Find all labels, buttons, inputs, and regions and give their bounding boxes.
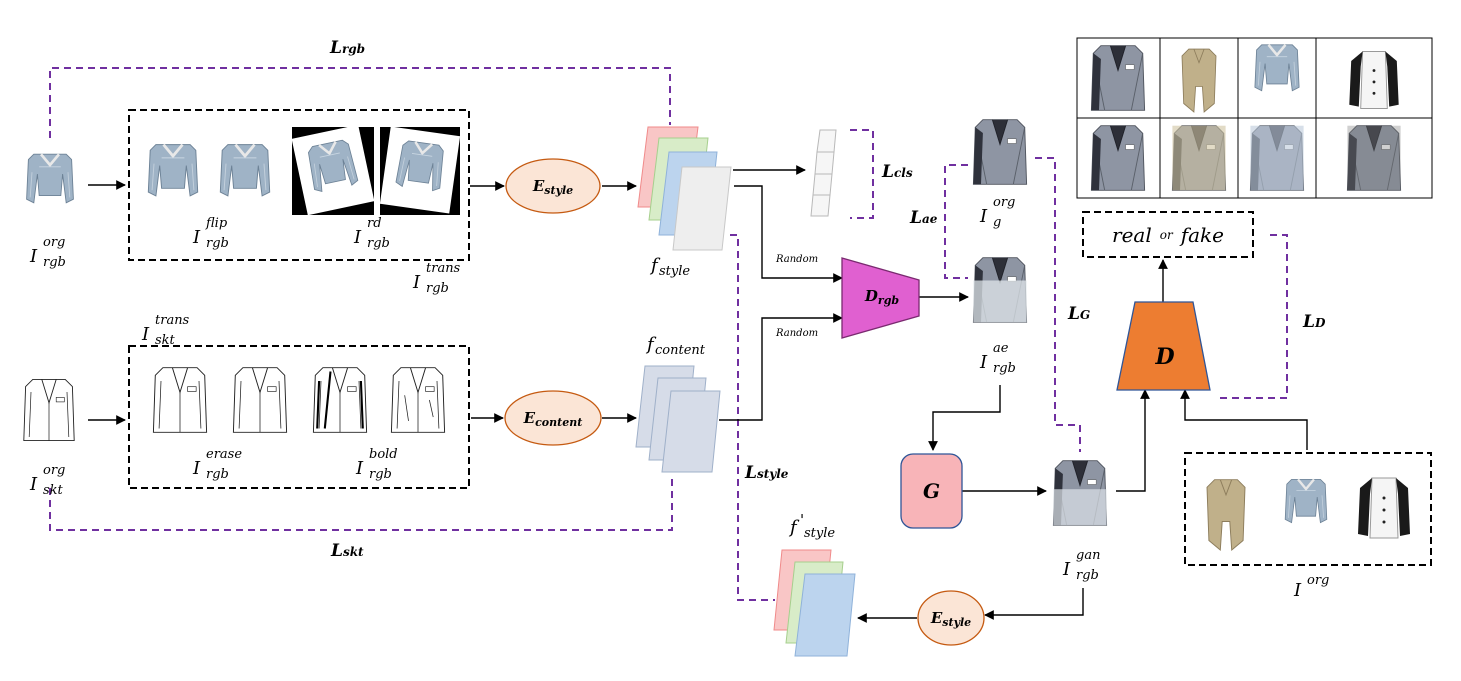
i-gan-rgb-label: I gan rgb xyxy=(1063,548,1101,583)
arrows xyxy=(88,165,1308,623)
d-rgb-trapezoid xyxy=(841,257,920,339)
blazer-photo-icon xyxy=(972,119,1028,185)
l-g-label: LG xyxy=(1068,304,1091,324)
jacket-photo-icon xyxy=(218,143,272,198)
white-shirt-photo-icon xyxy=(1357,477,1411,539)
l-ae-line xyxy=(944,164,968,279)
e-style2-ellipse xyxy=(917,590,985,646)
style-features xyxy=(637,126,732,251)
jacket-photo-icon xyxy=(1283,478,1329,524)
l-g-line xyxy=(1035,157,1081,452)
blazer-photo-icon xyxy=(1346,125,1402,191)
l-skt-line xyxy=(49,475,673,531)
i-rd-rgb-label: I rd rgb xyxy=(354,216,390,251)
i-ae-rgb-label: I ae rgb xyxy=(980,341,1016,376)
group-boxes xyxy=(128,109,1432,566)
blazer-photo-icon xyxy=(1052,460,1108,526)
blazer-photo-icon xyxy=(1090,125,1146,191)
random-top-label: Random xyxy=(776,254,819,265)
d-label: D xyxy=(1155,344,1175,370)
jacket-photo-icon xyxy=(146,143,200,198)
i-trans-skt-label: I trans skt xyxy=(142,313,190,348)
jacket-photo-icon xyxy=(1253,43,1301,92)
l-d-label: LD xyxy=(1303,312,1326,332)
i-bold-rgb-label: I bold rgb xyxy=(356,447,398,482)
jacket-sketch-icon xyxy=(152,367,208,433)
blazer-photo-icon xyxy=(1249,125,1305,191)
style-prime-features xyxy=(773,549,856,657)
i-org-label: I org xyxy=(1294,573,1330,601)
skt-trans-box xyxy=(128,345,470,489)
class-vector xyxy=(810,129,837,217)
i-trans-rgb-label: I trans rgb xyxy=(413,261,461,296)
images xyxy=(23,119,1411,551)
l-ae-label: Lae xyxy=(910,208,938,228)
random-bottom-label: Random xyxy=(776,328,819,339)
modules xyxy=(504,158,1211,646)
jacket-sketch-icon xyxy=(232,367,288,433)
rgb-trans-box xyxy=(128,109,470,261)
l-style-label: Lstyle xyxy=(745,463,789,483)
g-label: G xyxy=(922,479,941,503)
white-shirt-photo-icon xyxy=(1348,51,1400,109)
long-coat-photo-icon xyxy=(1206,479,1246,551)
f-prime-style-label: f ' style xyxy=(790,511,836,541)
l-skt-label: Lskt xyxy=(331,541,364,561)
result-grid xyxy=(1076,37,1433,199)
content-features xyxy=(635,365,721,473)
e-style-ellipse xyxy=(505,158,601,214)
l-rgb-label: Lrgb xyxy=(330,38,366,58)
f-style-label: f style xyxy=(651,255,691,279)
real-fake-box xyxy=(1082,211,1254,258)
i-org-g-label: I org g xyxy=(980,195,1016,230)
i-org-rgb-label: I org rgb xyxy=(30,235,66,270)
l-style-line xyxy=(730,234,775,601)
org-samples-box xyxy=(1184,452,1432,566)
l-cls-line xyxy=(850,129,874,219)
e-content-ellipse xyxy=(504,390,602,446)
i-org-skt-label: I org skt xyxy=(30,463,66,498)
jacket-sketch-icon xyxy=(390,367,446,433)
l-d-line xyxy=(1220,234,1288,399)
jacket-sketch-icon xyxy=(23,378,75,442)
g-box xyxy=(900,453,963,529)
loss-lines xyxy=(49,67,1288,601)
d-trapezoid xyxy=(1116,301,1211,391)
blazer-photo-icon xyxy=(1090,45,1146,111)
blazer-photo-icon xyxy=(972,257,1028,323)
jacket-sketch-icon xyxy=(312,367,368,433)
blazer-photo-icon xyxy=(1171,125,1227,191)
f-content-label: f content xyxy=(647,334,705,358)
i-flip-rgb-label: I flip rgb xyxy=(193,216,229,251)
jacket-photo-icon xyxy=(25,152,75,205)
l-cls-label: Lcls xyxy=(882,162,913,182)
i-erase-rgb-label: I erase rgb xyxy=(193,447,243,482)
real-or-fake-label: real or fake xyxy=(1112,222,1224,247)
